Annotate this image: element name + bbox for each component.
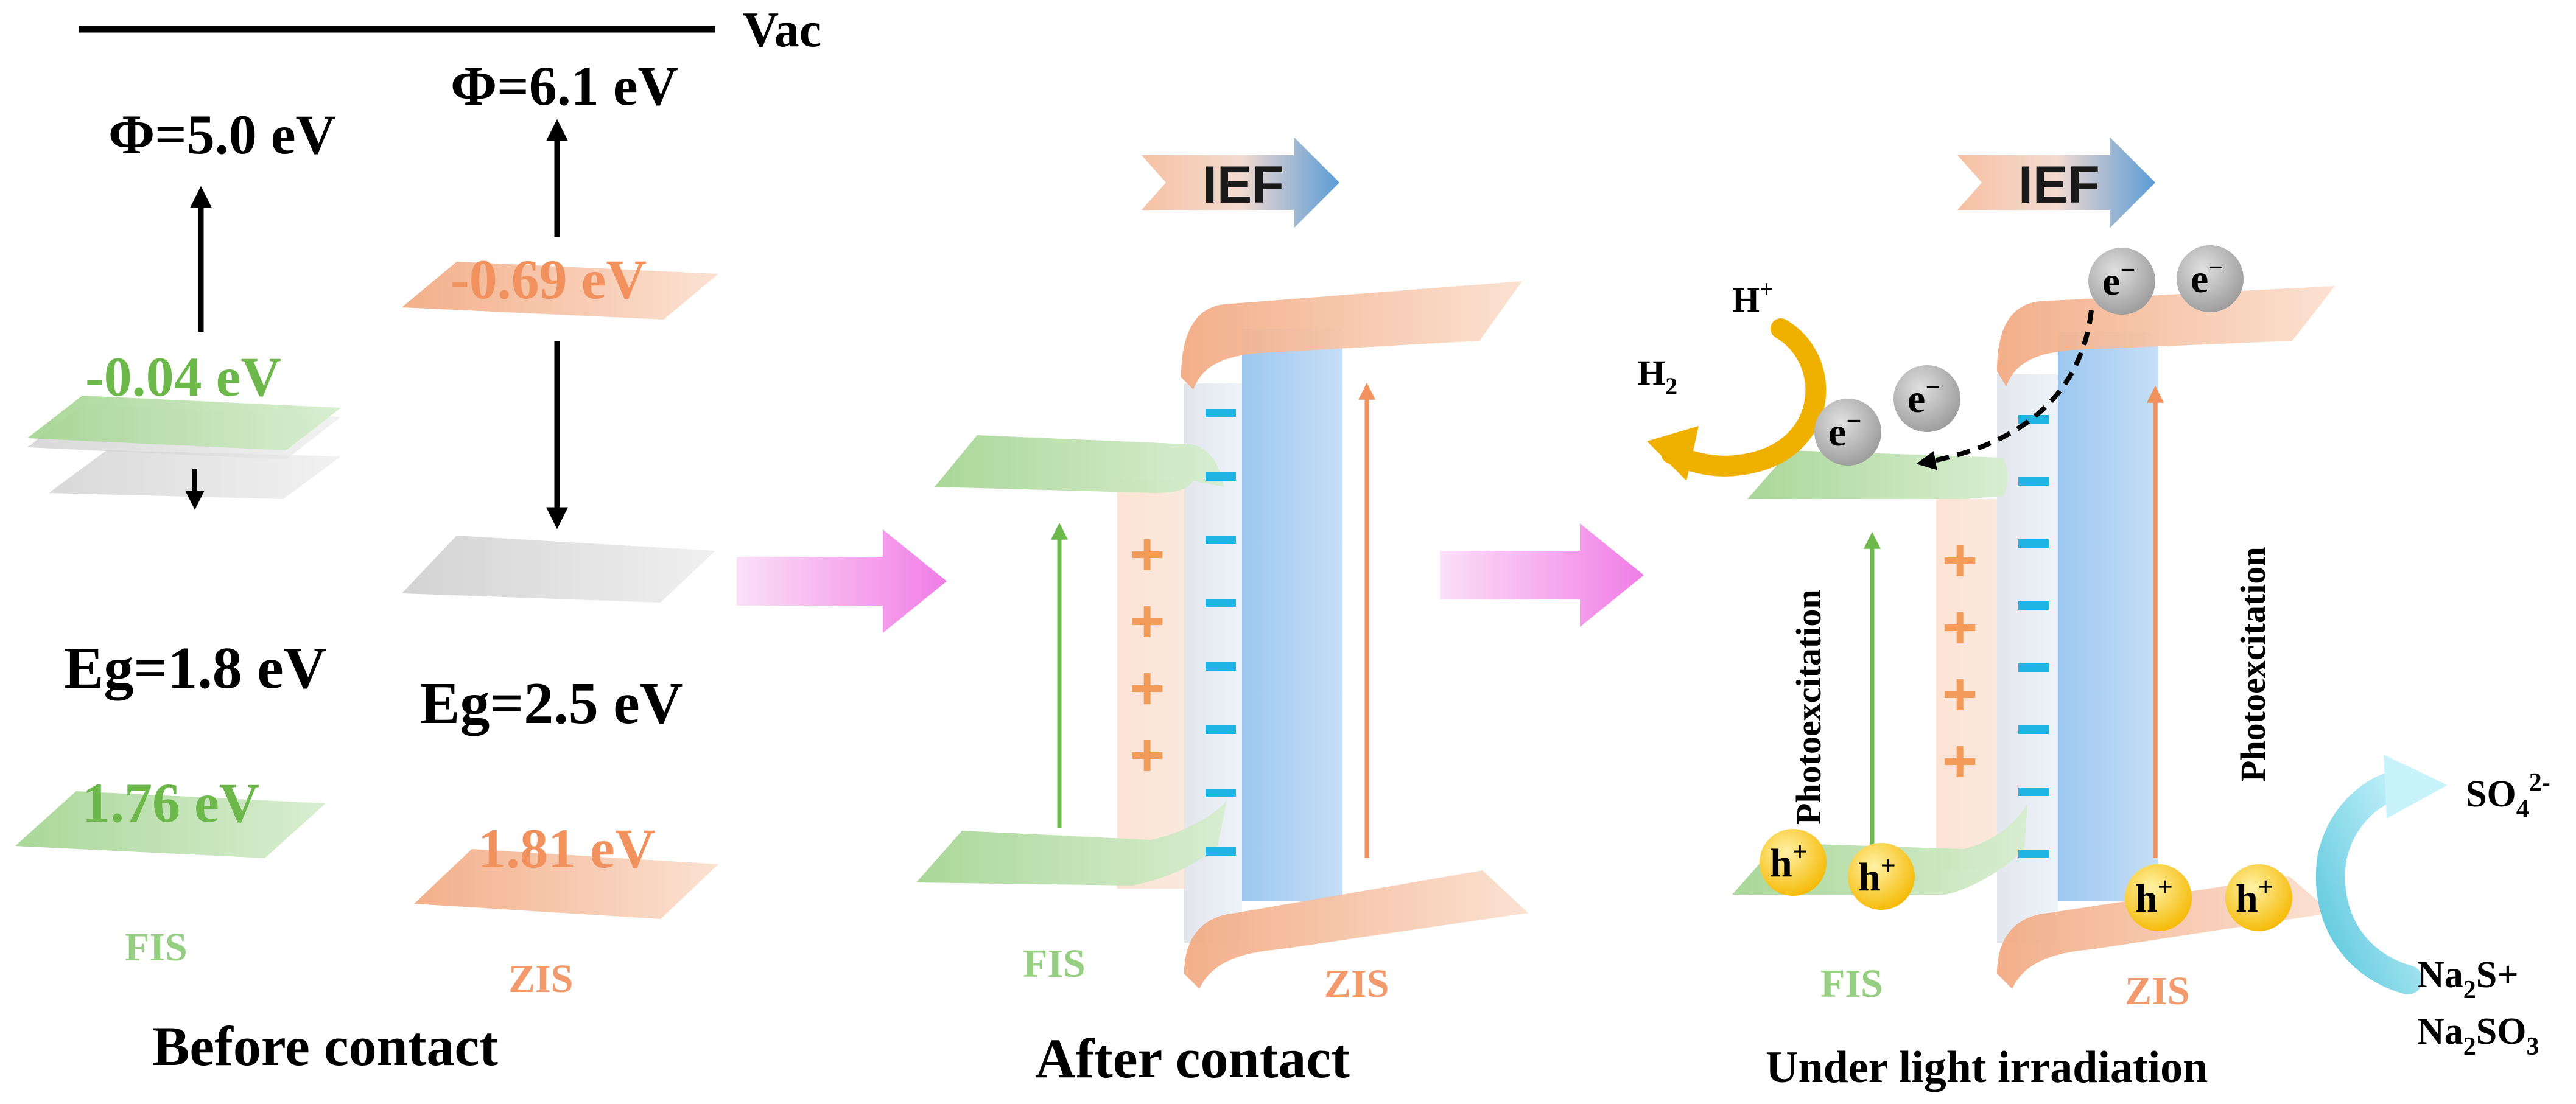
plus-charge: + (1129, 654, 1165, 722)
eg-fis-label: Eg=1.8 eV (64, 635, 326, 701)
minus-charge (2018, 601, 2049, 610)
electron-transfer-arrow (1916, 310, 2094, 470)
hole: h+ (1848, 843, 1915, 910)
plus-charge: + (1942, 526, 1978, 595)
transition-arrow-1 (737, 529, 947, 633)
phi-zis-label: Φ=6.1 eV (451, 55, 678, 117)
zis-label-3: ZIS (2125, 969, 2189, 1013)
electron: e− (2088, 248, 2155, 315)
svg-text:h+: h+ (2135, 872, 2173, 921)
zis-cb-value: -0.69 eV (451, 248, 647, 310)
minus-charge (2018, 477, 2049, 486)
minus-charge (1206, 847, 1236, 856)
so4-label: SO42- (2466, 769, 2550, 823)
sacrificial-agent-arrow (2315, 770, 2423, 994)
svg-text:e−: e− (2102, 255, 2135, 304)
fis-valence-band-2 (916, 800, 1227, 886)
minus-charge (2018, 415, 2049, 424)
panel-under-light: IEF Photoexcitation Photoexcitation + + … (1638, 137, 2550, 1092)
positive-charge-region-3 (1936, 499, 1997, 870)
svg-text:e−: e− (2191, 253, 2223, 301)
hole: h+ (1760, 829, 1827, 896)
minus-charge (1206, 409, 1236, 417)
minus-charge (2018, 663, 2049, 672)
minus-charge (2018, 539, 2049, 548)
zis-conduction-band-3 (1997, 286, 2335, 386)
plus-charge: + (1942, 593, 1978, 662)
h-plus-label: H+ (1732, 275, 1774, 320)
plus-charge: + (1129, 587, 1165, 655)
minus-charge (2018, 788, 2049, 796)
zis-vb-value: 1.81 eV (478, 817, 655, 879)
minus-charge (2018, 725, 2049, 734)
ief-label-3: IEF (2018, 156, 2100, 214)
plus-charge: + (1129, 520, 1165, 589)
electron: e− (1814, 399, 1881, 466)
zis-label-1: ZIS (508, 957, 573, 1001)
zis-slab-3 (2058, 332, 2158, 901)
plus-charges-3: + + + + (1942, 526, 1978, 795)
fis-valence-band (15, 791, 326, 858)
caption-before-contact: Before contact (152, 1015, 498, 1077)
svg-text:h+: h+ (1858, 851, 1896, 900)
panel-before-contact: Vac Φ=5.0 eV Φ=6.1 eV -0.04 eV -0.69 eV … (15, 2, 821, 1077)
fis-vb-value: 1.76 eV (82, 772, 259, 834)
minus-charge (1206, 599, 1236, 607)
sacrificial-arrow-head (2384, 755, 2448, 819)
hole: h+ (2125, 864, 2192, 931)
minus-charge (1206, 536, 1236, 544)
zis-slab (1242, 329, 1342, 901)
h2-label: H2 (1638, 353, 1677, 400)
zis-conduction-band (402, 262, 718, 320)
svg-text:e−: e− (1907, 372, 1940, 421)
fis-label-3: FIS (1820, 962, 1883, 1006)
fis-cb-value: -0.04 eV (85, 346, 281, 408)
h2-evolution-arrow (1661, 318, 1827, 477)
panel-after-contact: IEF + + + + (916, 137, 1528, 1089)
hole: h+ (2225, 864, 2292, 931)
ief-label-2: IEF (1202, 156, 1284, 214)
minus-charge (2018, 850, 2049, 858)
svg-text:h+: h+ (1770, 837, 1808, 886)
ief-arrow-2 (1142, 137, 1339, 228)
electron: e− (2177, 245, 2244, 312)
zis-label-2: ZIS (1324, 962, 1389, 1006)
zis-valence-band-2 (1184, 870, 1528, 989)
zis-valence-band (414, 849, 718, 919)
minus-charge (1206, 472, 1236, 481)
na2so3-label: Na2SO3 (2417, 1011, 2539, 1061)
fis-label-2: FIS (1023, 942, 1086, 986)
photoexcitation-label-fis: Photoexcitation (1789, 589, 1828, 825)
phi-fis-label: Φ=5.0 eV (108, 103, 336, 166)
svg-text:h+: h+ (2236, 872, 2273, 921)
fis-conduction-band-3 (1747, 450, 2008, 499)
positive-charge-region (1117, 481, 1184, 889)
fis-conduction-band (27, 396, 341, 450)
transition-arrow-2 (1440, 523, 1644, 627)
eg-zis-label: Eg=2.5 eV (420, 671, 683, 736)
plus-charges-2: + + + + (1129, 520, 1165, 789)
fis-label-1: FIS (125, 925, 188, 969)
photoexcitation-label-zis: Photoexcitation (2233, 547, 2273, 782)
ief-arrow-3 (1957, 137, 2155, 228)
plus-charge: + (1942, 727, 1978, 795)
minus-charge (1206, 789, 1236, 797)
caption-under-light: Under light irradiation (1766, 1043, 2208, 1092)
vac-label: Vac (743, 2, 821, 57)
zis-gray-level (402, 536, 715, 603)
caption-after-contact: After contact (1035, 1027, 1350, 1089)
minus-charges-3 (2018, 415, 2049, 858)
zis-conduction-band-2 (1181, 281, 1522, 390)
plus-charge: + (1129, 721, 1165, 789)
na2s-label: Na2S+ (2417, 954, 2519, 1004)
fis-conduction-band-2 (935, 435, 1224, 493)
minus-charges-2 (1206, 409, 1236, 856)
electron: e− (1893, 365, 1960, 432)
svg-text:e−: e− (1828, 406, 1861, 455)
minus-charge (1206, 662, 1236, 671)
minus-charge (1206, 725, 1236, 734)
h2-arrow-head (1647, 426, 1699, 481)
plus-charge: + (1942, 660, 1978, 728)
